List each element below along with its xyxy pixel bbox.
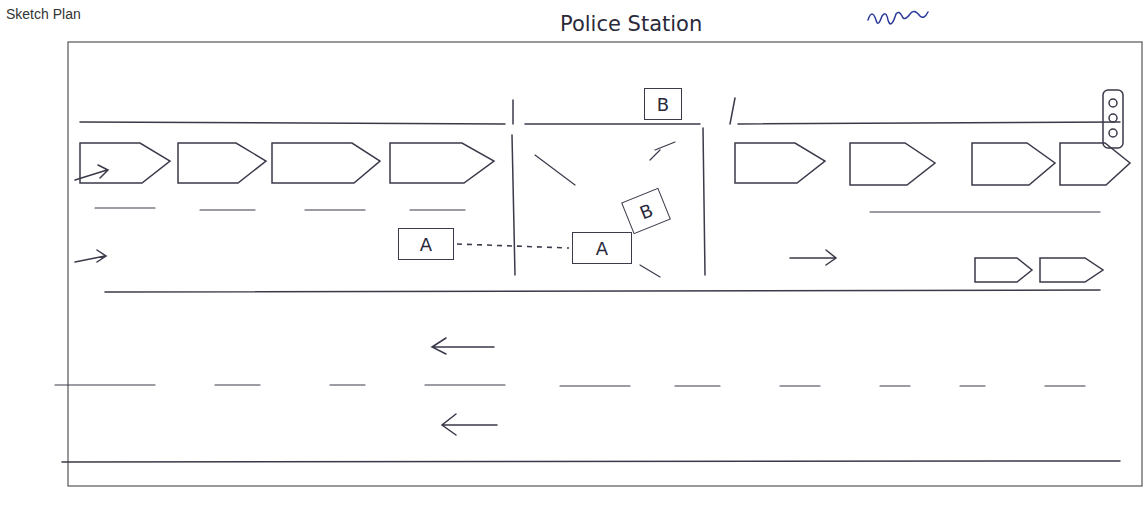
sketch-title: Sketch Plan bbox=[6, 6, 81, 22]
travel-path bbox=[457, 244, 569, 248]
vehicle-box: B bbox=[621, 188, 671, 235]
vehicle-letter: B bbox=[636, 199, 655, 223]
place-label: Police Station bbox=[560, 12, 702, 36]
vehicle-box: B bbox=[644, 88, 682, 120]
vehicle-letter: B bbox=[657, 94, 669, 115]
vehicle-letter: A bbox=[420, 234, 432, 255]
vehicle-box: A bbox=[572, 232, 632, 264]
vehicle-letter: A bbox=[596, 238, 608, 259]
vehicle-box: A bbox=[398, 228, 454, 260]
